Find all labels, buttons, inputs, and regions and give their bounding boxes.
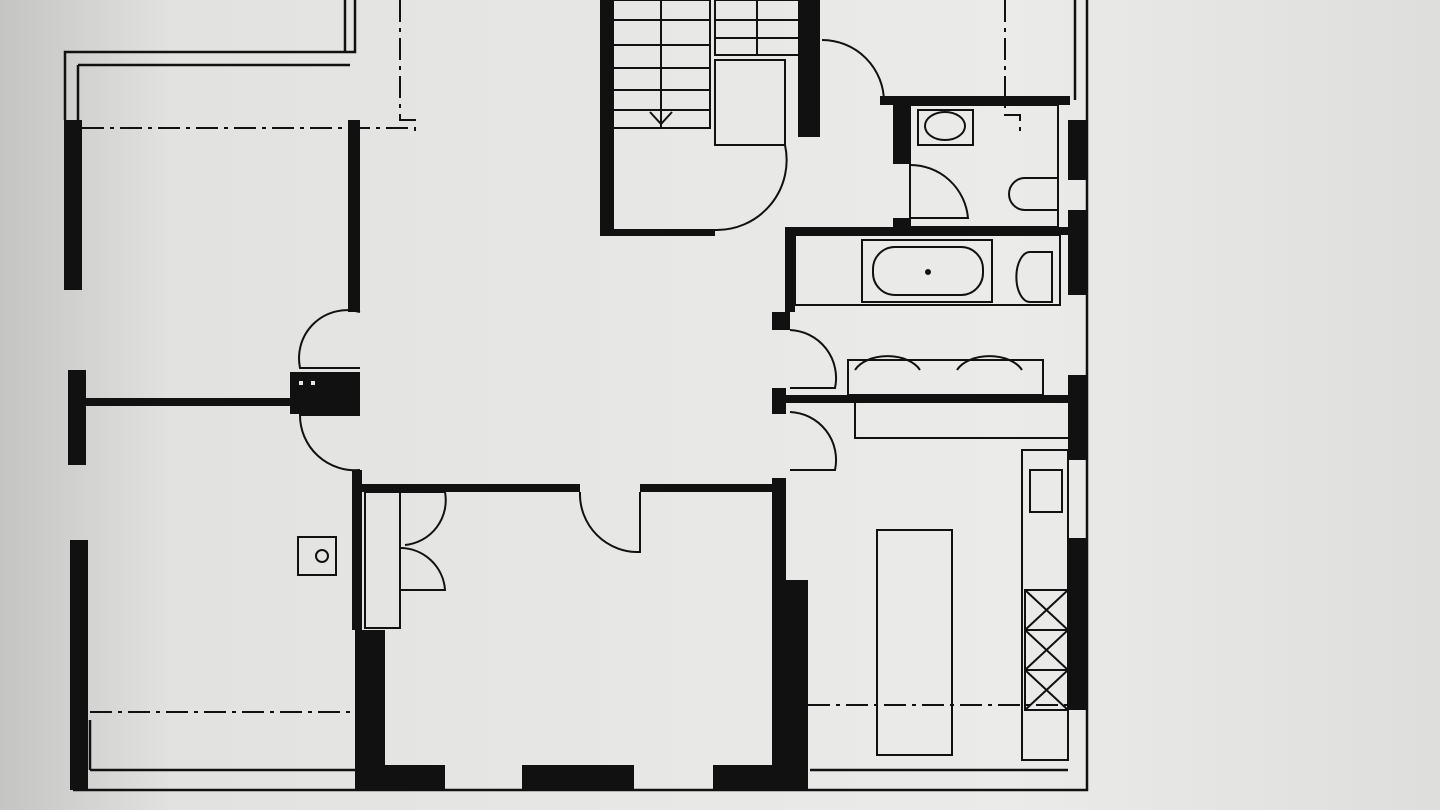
room-fixtures	[297, 379, 337, 576]
window-dash-lines	[82, 0, 1068, 713]
walls	[64, 0, 1086, 790]
door-swings	[298, 39, 970, 629]
staircase	[611, 0, 801, 146]
bathroom-fixtures	[794, 104, 1061, 396]
kitchen-fixtures	[854, 403, 1069, 761]
